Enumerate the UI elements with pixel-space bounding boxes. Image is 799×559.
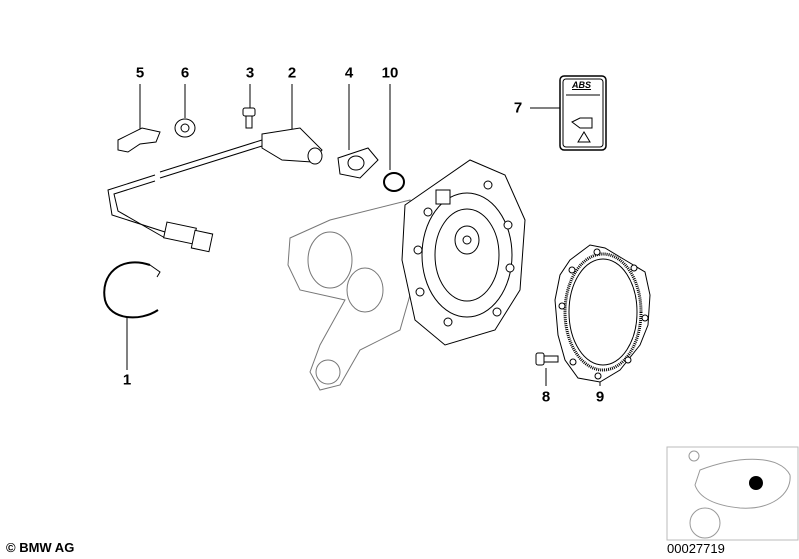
location-marker xyxy=(749,476,763,490)
abs-label-part-7[interactable] xyxy=(559,75,607,151)
callout-6[interactable]: 6 xyxy=(180,64,190,82)
callout-3[interactable]: 3 xyxy=(245,64,255,82)
abs-sensor-part-2[interactable] xyxy=(107,127,323,253)
o-ring-part-10[interactable] xyxy=(383,172,405,192)
sensor-ring-part-9[interactable] xyxy=(554,244,651,383)
callout-2[interactable]: 2 xyxy=(287,64,297,82)
callout-8[interactable]: 8 xyxy=(541,388,551,406)
callout-9[interactable]: 9 xyxy=(595,388,605,406)
callout-7[interactable]: 7 xyxy=(513,99,523,117)
callout-5[interactable]: 5 xyxy=(135,64,145,82)
callout-1[interactable]: 1 xyxy=(122,371,132,389)
clip-part-1[interactable] xyxy=(103,261,161,319)
callout-4[interactable]: 4 xyxy=(344,64,354,82)
final-drive-housing[interactable] xyxy=(287,159,526,391)
location-thumbnail xyxy=(666,446,799,541)
screw-part-8[interactable] xyxy=(535,352,559,366)
screw-part-3[interactable] xyxy=(242,107,256,129)
grommet-part-6[interactable] xyxy=(174,118,196,138)
leader-lines xyxy=(126,84,601,386)
gasket-part-4[interactable] xyxy=(337,147,379,179)
callout-10[interactable]: 10 xyxy=(381,64,399,82)
copyright: © BMW AG xyxy=(6,540,75,555)
diagram-number: 00027719 xyxy=(667,541,725,556)
bracket-part-5[interactable] xyxy=(117,127,161,153)
abs-text: ABS xyxy=(572,80,592,90)
